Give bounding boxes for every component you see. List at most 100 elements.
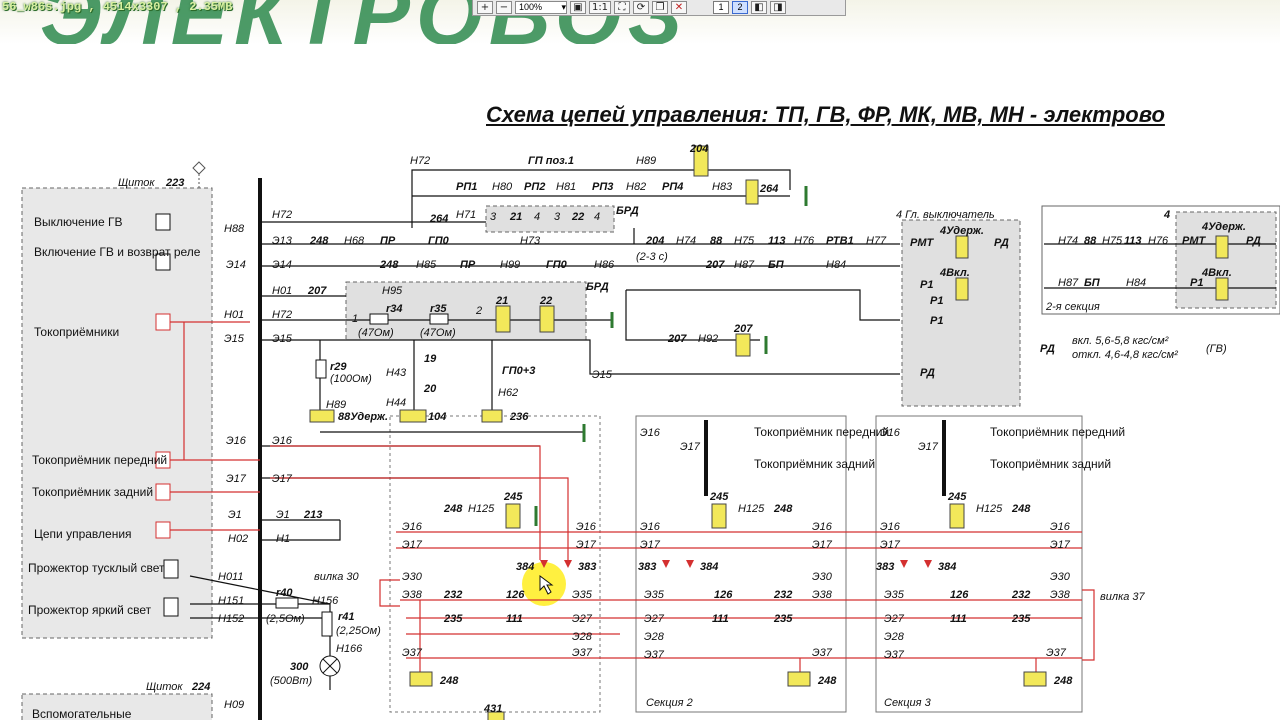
lamp-x2 (322, 658, 338, 674)
page-1-button[interactable]: 1 (713, 1, 729, 14)
cl-brd-mid: БРД (586, 281, 609, 293)
diodes (540, 560, 932, 568)
coil-245-s2 (711, 503, 727, 529)
vilka-37-label: вилка 37 (1100, 591, 1146, 603)
wl-h83: Н83 (712, 181, 733, 193)
cl-104: 104 (428, 411, 446, 423)
switch-label-vspom: Вспомогательные (32, 707, 132, 720)
red-wires (160, 321, 1095, 676)
wl-h72-top: Н72 (410, 155, 430, 167)
cl-bp: БП (768, 259, 785, 271)
wl-h62: Н62 (498, 387, 518, 399)
rd-note-off: откл. 4,6-4,8 кгс/см² (1072, 349, 1178, 361)
coil-248-s3 (1023, 671, 1047, 687)
section-2-label: Секция 2 (646, 697, 693, 709)
copy-icon[interactable]: ❐ (652, 1, 668, 14)
page-2-button[interactable]: 2 (732, 1, 748, 14)
wl-e37-r: Э37 (572, 647, 593, 659)
fit-icon[interactable]: ▣ (570, 1, 586, 14)
wl-h011: Н011 (218, 571, 243, 583)
switch-label-yark: Прожектор яркий свет (28, 603, 152, 617)
cl-r29: r29 (330, 361, 347, 373)
wire-h92 (625, 290, 760, 341)
wl-e16-s2: Э16 (640, 427, 661, 439)
cl-383-s2: 383 (638, 561, 656, 573)
red-e17 (270, 477, 569, 560)
ratio-button[interactable]: 1:1 (589, 1, 611, 14)
diode-384-s3 (924, 560, 932, 568)
wl-h1: Н1 (276, 533, 290, 545)
wl-e14-left: Э14 (226, 259, 246, 271)
cl-235: 235 (443, 613, 463, 625)
wl-e17-s2r: Э17 (812, 539, 833, 551)
wl-h89-top: Н89 (636, 155, 656, 167)
zoom-in-icon[interactable]: + (477, 1, 493, 14)
cl-111-s2: 111 (712, 613, 729, 625)
cl-232-s2: 232 (773, 589, 792, 601)
cl-384: 384 (516, 561, 534, 573)
s2-pantograph-front: Токоприёмник передний (754, 425, 889, 439)
wl-e17-s3r: Э17 (1050, 539, 1071, 551)
cl-383-s3: 383 (876, 561, 894, 573)
rotate-icon[interactable]: ⟳ (633, 1, 649, 14)
cl-213: 213 (303, 509, 322, 521)
close-icon[interactable]: ✕ (671, 1, 687, 14)
switch-zad (155, 483, 171, 501)
cl-vkl: 4Вкл. (939, 267, 970, 279)
wl-sec2-h76: Н76 (1148, 235, 1169, 247)
cl-rd-b: РД (920, 367, 935, 379)
wl-sec2-h74: Н74 (1058, 235, 1078, 247)
wl-h125-s2: Н125 (738, 503, 765, 515)
zoom-out-icon[interactable]: − (496, 1, 512, 14)
chevron-down-icon: ▾ (561, 2, 566, 12)
coil-248-s2 (787, 671, 811, 687)
coil-207 (735, 333, 751, 357)
coil-236 (481, 409, 503, 423)
cl-236: 236 (509, 411, 529, 423)
cl-4b: 4 (594, 211, 600, 223)
coil-sec2-uderzh (1215, 235, 1229, 259)
coil-sec2-vkl (1215, 277, 1229, 301)
zoom-select[interactable]: 100%▾ (515, 1, 567, 14)
wl-h01: Н01 (272, 285, 292, 297)
next-image-icon[interactable]: ◨ (770, 1, 786, 14)
shchitok-223-label: Щиток (118, 177, 155, 189)
cl-248-low: 248 (439, 675, 459, 687)
cl-r1b: Р1 (930, 295, 943, 307)
cl-rp4: РП4 (662, 181, 683, 193)
wl-e17: Э17 (272, 473, 293, 485)
wl-h73: Н73 (520, 235, 541, 247)
cl-88: 88 (710, 235, 723, 247)
wl-h92: Н92 (698, 333, 718, 345)
cl-245-s2: 245 (709, 491, 729, 503)
cl-20: 20 (423, 383, 437, 395)
wl-e30-s2: Э30 (812, 571, 833, 583)
fullscreen-icon[interactable]: ⛶ (614, 1, 630, 14)
cl-235-s2: 235 (773, 613, 793, 625)
gl-vykl-label: 4 Гл. выключатель (896, 209, 995, 221)
cl-r41: r41 (338, 611, 355, 623)
shchitok-224-label: Щиток (146, 681, 183, 693)
wl-e16: Э16 (272, 435, 293, 447)
shchitok-223-number: 223 (165, 177, 184, 189)
lamp-300 (319, 655, 341, 677)
diode-383-s2 (662, 560, 670, 568)
coil-264 (745, 179, 759, 205)
wl-h81: Н81 (556, 181, 576, 193)
wl-e16-s3: Э16 (880, 427, 901, 439)
red-vilka30 (379, 579, 400, 607)
prev-image-icon[interactable]: ◧ (751, 1, 767, 14)
wl-h01-left: Н01 (224, 309, 244, 321)
cl-rp1: РП1 (456, 181, 477, 193)
s2-pantograph-rear: Токоприёмник задний (754, 457, 875, 471)
wl-h74: Н74 (676, 235, 696, 247)
cl-ohm47b: (47Ом) (420, 327, 456, 339)
diode-383-s3 (900, 560, 908, 568)
wl-h75: Н75 (734, 235, 755, 247)
cl-n1: 1 (352, 313, 358, 325)
cl-111: 111 (506, 613, 523, 625)
wl-e15-left: Э15 (224, 333, 245, 345)
cl-500w: (500Вт) (270, 675, 313, 687)
cl-sec2-rmt: РМТ (1182, 235, 1207, 247)
cl-sec2-4: 4 (1163, 209, 1170, 221)
